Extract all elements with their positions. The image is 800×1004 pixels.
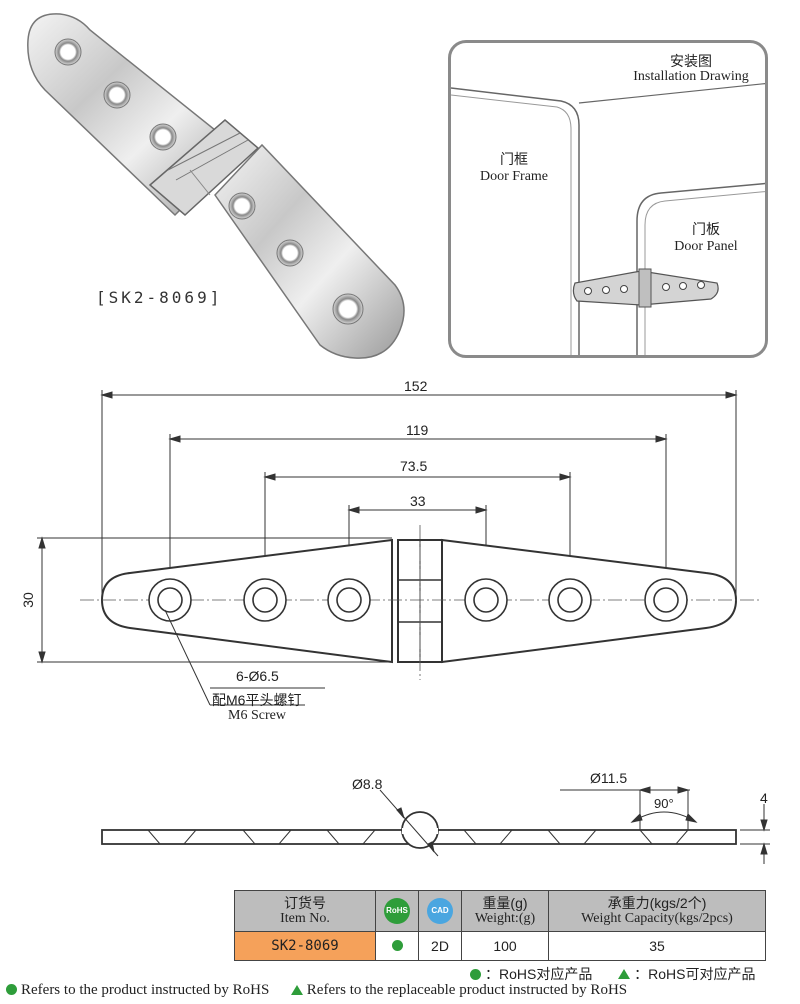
dim-height: 30 xyxy=(19,592,36,608)
dim-mid-hole-spacing: 73.5 xyxy=(400,458,428,474)
rohs-cell xyxy=(375,931,419,961)
dim-countersink-diameter: Ø11.5 xyxy=(590,770,628,786)
installation-sketch xyxy=(451,83,765,355)
hinge-holes xyxy=(148,578,688,622)
hinge-photo-holes xyxy=(54,38,364,325)
dim-outer-hole-spacing: 119 xyxy=(406,422,429,438)
hole-spec: 6-Ø6.5 xyxy=(236,668,279,684)
door-panel-label-en: Door Panel xyxy=(674,239,738,254)
cad-icon: CAD xyxy=(427,898,453,924)
header-item-no: 订货号 Item No. xyxy=(234,890,376,932)
door-frame-label-cn: 门框 xyxy=(500,151,528,167)
table-row: SK2-8069 2D 100 35 xyxy=(234,931,766,961)
rohs-icon: RoHS xyxy=(384,898,410,924)
hinge-knuckle xyxy=(148,119,260,217)
rohs-dot-icon xyxy=(470,968,481,980)
dim-overall-length: 152 xyxy=(404,378,428,394)
rohs-triangle-icon xyxy=(618,969,631,980)
dim-countersink-angle: 90° xyxy=(654,796,674,811)
door-panel-label-cn: 门板 xyxy=(692,221,720,237)
hinge-leaf-lower xyxy=(214,143,405,359)
header-capacity: 承重力(kgs/2个) Weight Capacity(kgs/2pcs) xyxy=(548,890,766,932)
top-view-drawing xyxy=(37,390,760,706)
install-title-en: Installation Drawing xyxy=(633,69,749,84)
screw-spec-cn: 配M6平头螺钉 xyxy=(212,692,302,708)
spec-table: 订货号 Item No. RoHS CAD 重量(g) Weight:(g) 承… xyxy=(234,890,766,961)
dim-knuckle-diameter: Ø8.8 xyxy=(352,776,383,792)
model-label: [SK2-8069] xyxy=(96,288,223,307)
weight-cell: 100 xyxy=(461,931,549,961)
top-view-labels: 152 119 73.5 33 30 6-Ø6.5 配M6平头螺钉 M6 Scr… xyxy=(0,370,800,730)
dim-inner-hole-spacing: 33 xyxy=(410,493,426,509)
item-number-cell: SK2-8069 xyxy=(234,931,376,961)
legend-cn: ：RoHS对应产品 ：RoHS可对应产品 xyxy=(470,964,756,984)
capacity-cell: 35 xyxy=(548,931,766,961)
screw-spec-en: M6 Screw xyxy=(228,708,286,723)
header-cad: CAD xyxy=(418,890,462,932)
rohs-dot-icon xyxy=(6,984,17,996)
rohs-dot-icon xyxy=(391,940,403,951)
side-view-drawing xyxy=(101,786,770,864)
rohs-triangle-icon xyxy=(290,984,303,995)
door-frame-label-en: Door Frame xyxy=(479,169,549,184)
spec-table-header: 订货号 Item No. RoHS CAD 重量(g) Weight:(g) 承… xyxy=(234,890,766,932)
header-rohs: RoHS xyxy=(375,890,419,932)
install-title-cn: 安装图 xyxy=(670,53,712,69)
cad-cell: 2D xyxy=(418,931,462,961)
product-photo xyxy=(27,13,405,359)
dim-thickness: 4 xyxy=(760,790,768,806)
installation-drawing-panel: 安装图 Installation Drawing 门框 Door Frame 门… xyxy=(448,40,768,358)
header-weight: 重量(g) Weight:(g) xyxy=(461,890,549,932)
legend-en: Refers to the product instructed by RoHS… xyxy=(6,982,627,999)
